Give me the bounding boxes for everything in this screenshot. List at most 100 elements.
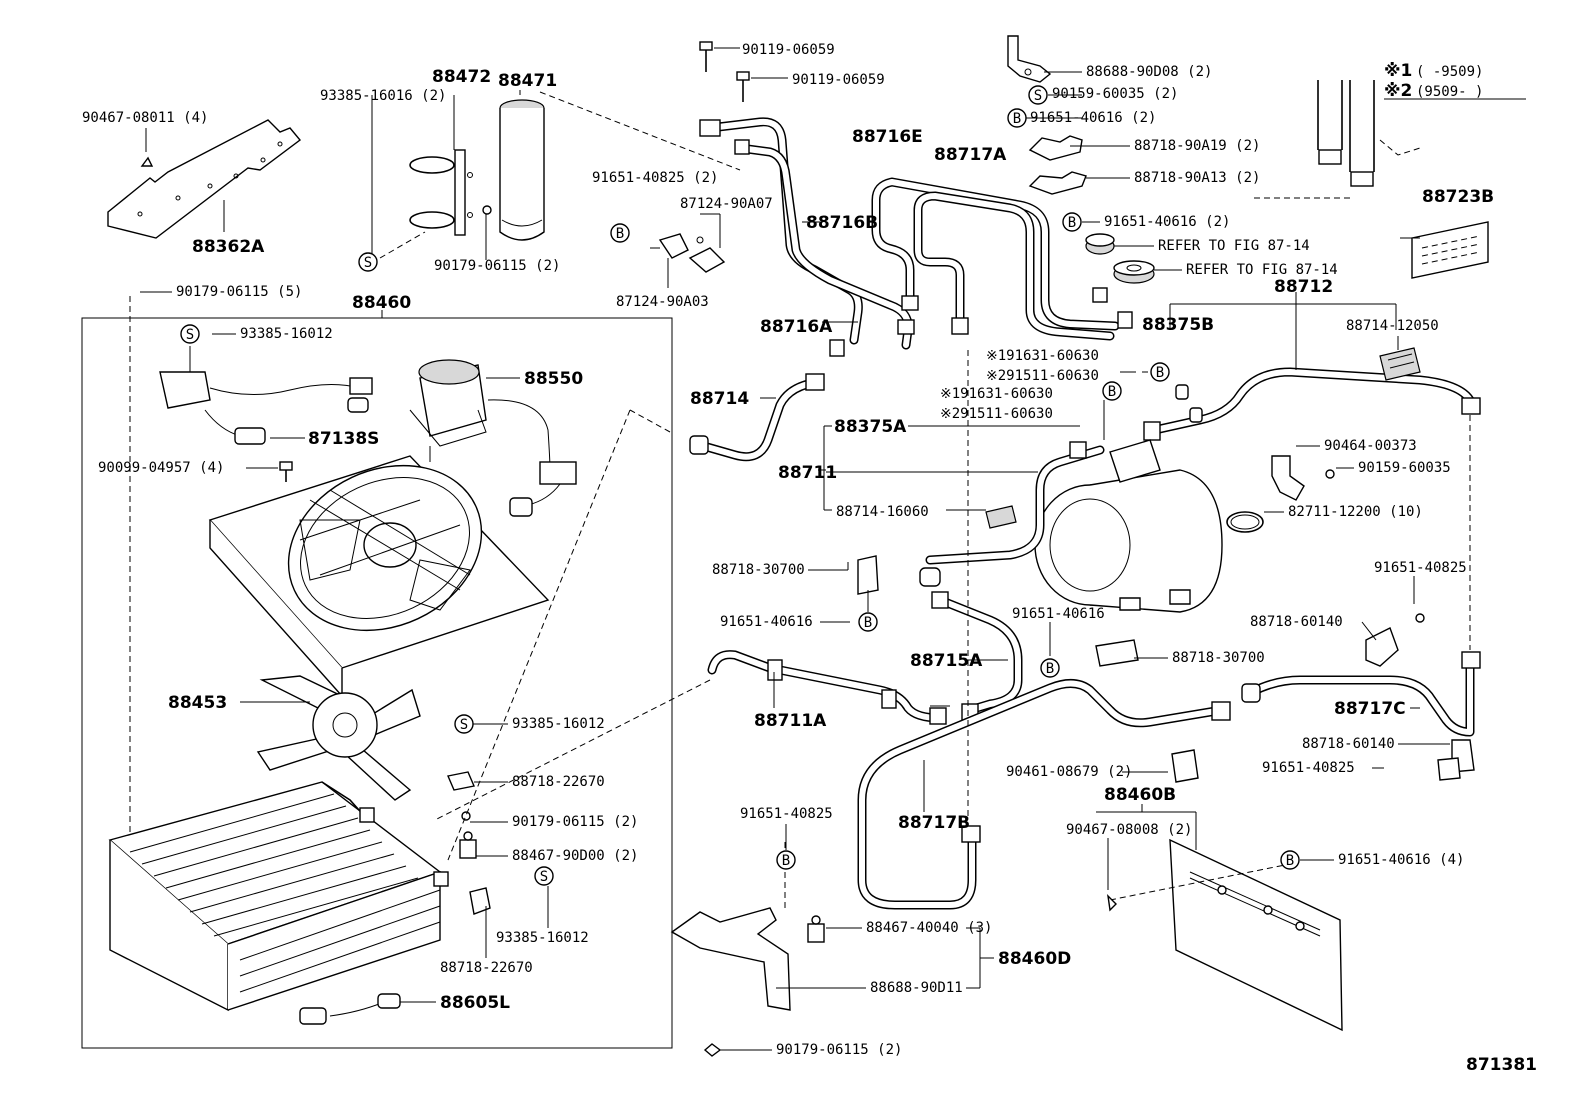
symbol-markers <box>180 85 1300 886</box>
label-88472: 88472 <box>432 67 491 87</box>
label-90179-06115-2b: 90179-06115 (2) <box>512 814 638 830</box>
clamp-82711-12200[interactable] <box>1226 511 1264 533</box>
clamp-88718-90a19[interactable] <box>1028 135 1083 161</box>
label-88453: 88453 <box>168 693 227 713</box>
note-pipes <box>1250 80 1421 199</box>
label-88375a: 88375A <box>834 417 907 437</box>
label-88718-30700-b: 88718-30700 <box>1172 650 1265 666</box>
pipe-88716e[interactable] <box>871 177 1120 331</box>
label-90179-06115-2c: 90179-06115 (2) <box>776 1042 902 1058</box>
pipe-88717c[interactable] <box>1241 651 1481 737</box>
clamp-88718-60140a[interactable] <box>1365 613 1425 667</box>
svg-text:B: B <box>1156 365 1164 381</box>
clamp-88472[interactable] <box>409 95 473 236</box>
label-88688-90d11: 88688-90D11 <box>870 980 963 996</box>
label-90159-60035-2: 90159-60035 (2) <box>1052 86 1178 102</box>
note-1-range: ( -9509) <box>1416 64 1483 80</box>
label-88715a: 88715A <box>910 651 983 671</box>
label-88718-22670-a: 88718-22670 <box>512 774 605 790</box>
bracket-88688-90d08[interactable] <box>1007 35 1052 83</box>
svg-text:B: B <box>616 226 624 242</box>
label-88460b: 88460B <box>1104 785 1176 805</box>
bracket-90464-00373[interactable] <box>1271 455 1335 501</box>
screw-90467-08008[interactable] <box>1107 894 1117 912</box>
label-88605l: 88605L <box>440 993 510 1013</box>
label-291511-a: ※291511-60630 <box>986 368 1099 384</box>
label-refer-2: REFER TO FIG 87-14 <box>1186 262 1338 278</box>
label-88375b: 88375B <box>1142 315 1214 335</box>
condenser[interactable] <box>108 781 449 1012</box>
hose-88714[interactable] <box>689 373 825 462</box>
label-88467-90d00: 88467-90D00 (2) <box>512 848 638 864</box>
pipe-88717b[interactable] <box>857 679 1231 910</box>
symbol-letters: S S B S B B B B B B S S B B <box>186 88 1294 885</box>
sensor-88605l[interactable] <box>299 993 401 1025</box>
mount-88467-90d00[interactable] <box>459 811 477 859</box>
label-191631-b: ※191631-60630 <box>940 386 1053 402</box>
label-88714: 88714 <box>690 389 749 409</box>
figure-number: 871381 <box>1466 1055 1537 1075</box>
label-88460: 88460 <box>352 293 411 313</box>
label-291511-b: ※291511-60630 <box>940 406 1053 422</box>
fan-motor-88550[interactable] <box>409 359 577 517</box>
clamp-88718-30700a[interactable] <box>857 555 879 595</box>
nut-90179-06115[interactable] <box>703 1043 722 1057</box>
clip-90461-08679[interactable] <box>1171 749 1199 783</box>
fan-88453[interactable] <box>256 675 421 801</box>
grommet-pair[interactable] <box>1085 233 1155 284</box>
label-93385-16016: 93385-16016 (2) <box>320 88 446 104</box>
screw-90099-04957[interactable] <box>279 461 293 482</box>
label-88460d: 88460D <box>998 949 1071 969</box>
hose-88712[interactable] <box>1143 347 1481 441</box>
label-93385-16012-c: 93385-16012 <box>496 930 589 946</box>
svg-text:B: B <box>1108 384 1116 400</box>
mount-88467-40040[interactable] <box>807 915 825 943</box>
pipe-88711[interactable] <box>919 441 1105 587</box>
label-90461-08679: 90461-08679 (2) <box>1006 764 1132 780</box>
label-refer-1: REFER TO FIG 87-14 <box>1158 238 1310 254</box>
svg-text:B: B <box>1013 111 1021 127</box>
label-87124-90a07: 87124-90A07 <box>680 196 773 212</box>
label-91651-40616-4: 91651-40616 (4) <box>1338 852 1464 868</box>
harness-87138s[interactable] <box>159 371 373 445</box>
label-93385-16012-a: 93385-16012 <box>240 326 333 342</box>
hose-88711a[interactable] <box>707 650 947 725</box>
oring-88375b[interactable] <box>1175 384 1203 423</box>
label-88717a: 88717A <box>934 145 1007 165</box>
note-2-mark: ※2 <box>1384 81 1412 101</box>
compressor[interactable] <box>1034 439 1223 613</box>
bracket-87124[interactable] <box>658 214 726 288</box>
range-notes: ※1 ( -9509) ※2 (9509- ) <box>1384 61 1526 101</box>
clamp-88718-60140b[interactable] <box>1437 739 1475 781</box>
label-88716a: 88716A <box>760 317 833 337</box>
pipe-88717a[interactable] <box>913 191 1133 341</box>
label-88718-60140-a: 88718-60140 <box>1250 614 1343 630</box>
clamp-88718-90a13[interactable] <box>1028 171 1087 195</box>
svg-text:S: S <box>186 327 194 343</box>
label-plate-88723b[interactable] <box>1411 221 1489 279</box>
assembly-frame-88460 <box>81 317 673 1049</box>
label-88716b: 88716B <box>806 213 878 233</box>
fan-shroud[interactable] <box>208 435 550 698</box>
plate-88362a[interactable] <box>107 119 302 239</box>
label-88471: 88471 <box>498 71 557 91</box>
bolt-90119-06059[interactable] <box>699 41 788 102</box>
label-88714-16060: 88714-16060 <box>836 504 929 520</box>
svg-text:S: S <box>540 869 548 885</box>
label-90467-08008: 90467-08008 (2) <box>1066 822 1192 838</box>
clamp-88718-30700b[interactable] <box>1095 639 1139 667</box>
label-88467-40040: 88467-40040 (3) <box>866 920 992 936</box>
label-90179-06115-2a: 90179-06115 (2) <box>434 258 560 274</box>
label-88718-30700-a: 88718-30700 <box>712 562 805 578</box>
receiver-dryer-88471[interactable] <box>482 90 545 260</box>
bracket-88688-90d11[interactable] <box>670 842 791 1011</box>
label-90179-06115-5: 90179-06115 (5) <box>176 284 302 300</box>
hose-88714-16060[interactable] <box>985 505 1017 529</box>
clip-88718-22670[interactable] <box>447 771 491 915</box>
pipe-88716b[interactable] <box>699 117 915 357</box>
label-91651-40616-2a: 91651-40616 (2) <box>1030 110 1156 126</box>
label-88711: 88711 <box>778 463 837 483</box>
label-88717c: 88717C <box>1334 699 1406 719</box>
plate-88460b[interactable] <box>1169 838 1343 1032</box>
